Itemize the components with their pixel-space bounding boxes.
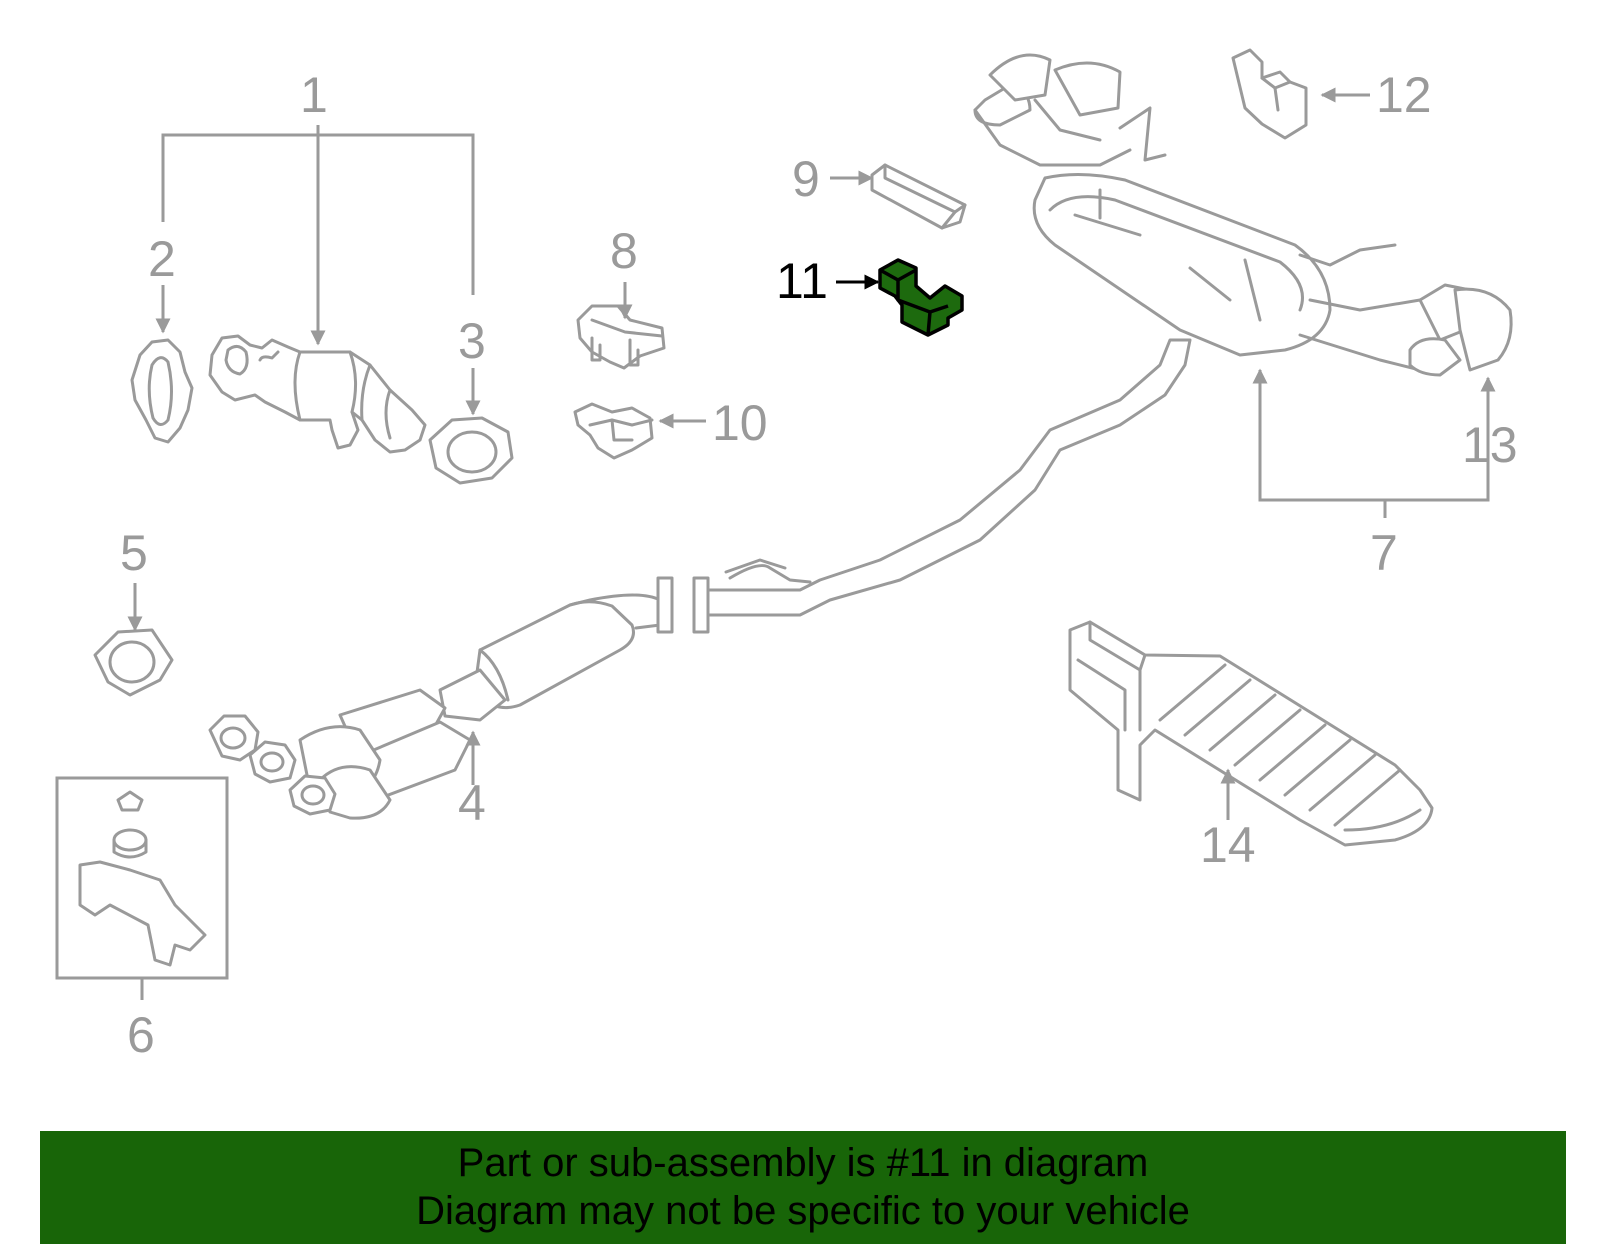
part-7-rear-muffler[interactable]: [973, 53, 1513, 377]
callout-3: 3: [458, 313, 486, 369]
callouts: 1 2 3 4 5 6 7 8 9 10 11 12 13 14: [120, 67, 1518, 1063]
callout-7: 7: [1370, 525, 1398, 581]
callout-12: 12: [1376, 67, 1432, 123]
part-11-shape: [878, 258, 964, 337]
part-11-bracket-highlighted[interactable]: [878, 258, 964, 337]
callout-8: 8: [610, 223, 638, 279]
callout-11: 11: [776, 253, 828, 309]
part-6-bracket-kit[interactable]: [55, 776, 229, 980]
banner-line-1: Part or sub-assembly is #11 in diagram: [457, 1141, 1149, 1185]
callout-1: 1: [300, 67, 328, 123]
part-5-gasket[interactable]: [93, 628, 174, 697]
callout-2: 2: [148, 231, 176, 287]
callout-6: 6: [127, 1007, 155, 1063]
callout-13: 13: [1462, 417, 1518, 473]
callout-9: 9: [792, 151, 820, 207]
leader-lines: [127, 87, 1496, 1000]
part-9-heat-shield[interactable]: [870, 163, 967, 230]
part-info-banner: Part or sub-assembly is #11 in diagram D…: [40, 1131, 1566, 1244]
callout-14: 14: [1200, 817, 1256, 873]
part-3-gasket[interactable]: [428, 416, 514, 485]
part-4-front-pipe[interactable]: [208, 338, 1192, 820]
banner-line-2: Diagram may not be specific to your vehi…: [416, 1189, 1190, 1233]
callout-10: 10: [712, 395, 768, 451]
part-8-bracket[interactable]: [576, 304, 666, 370]
callout-4: 4: [458, 775, 486, 831]
part-14-heat-shield[interactable]: [1068, 620, 1434, 847]
part-10-bracket[interactable]: [573, 402, 654, 460]
part-2-gasket[interactable]: [130, 338, 194, 444]
part-1-manifold-converter[interactable]: [208, 334, 427, 454]
callout-5: 5: [120, 525, 148, 581]
part-12-bracket[interactable]: [1231, 48, 1308, 140]
